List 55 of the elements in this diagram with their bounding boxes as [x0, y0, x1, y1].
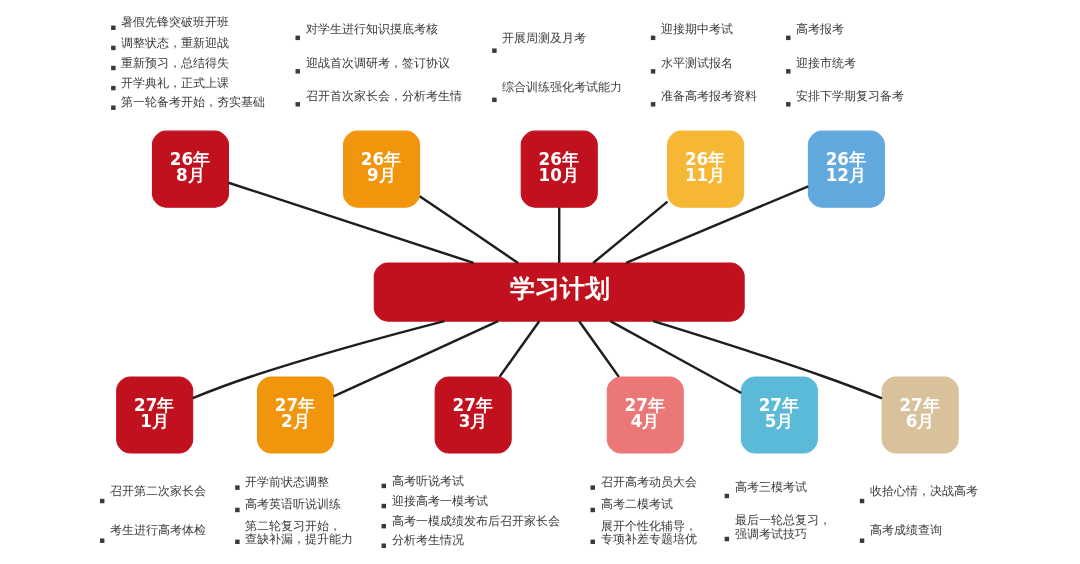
connector	[227, 181, 474, 265]
node-label: 综合训练强化考试能力	[501, 80, 622, 95]
node-box: 27年 4月	[606, 376, 684, 454]
connector	[332, 320, 499, 398]
node-label: 第二轮复习开始，查缺补漏，提升能力	[244, 518, 353, 547]
node-label: 考生进行高考体检	[109, 523, 206, 538]
node-box: 26年 10月	[520, 130, 598, 208]
node-box: 学习计划	[373, 262, 745, 322]
node-label: 召开首次家长会，分析考生情	[305, 88, 462, 103]
connector	[191, 319, 445, 400]
node-box: 26年 12月	[807, 130, 885, 208]
node-label: 迎接期中考试	[660, 22, 733, 37]
node-box: 27年 5月	[740, 376, 818, 454]
node-label: 开展周测及月考	[501, 30, 586, 45]
connector	[498, 320, 540, 378]
node-label: 开学前状态调整	[244, 474, 329, 489]
connector	[577, 320, 620, 378]
node-box: 26年 9月	[342, 130, 420, 208]
node-label: 开学典礼，正式上课	[120, 75, 229, 90]
node-label: 高考二模考试	[600, 497, 673, 512]
node-label: 水平测试报名	[660, 55, 733, 70]
node-label: 安排下学期复习备考	[795, 88, 904, 103]
node-box: 26年 8月	[151, 130, 229, 208]
node-label: 高考听说考试	[391, 473, 464, 488]
node-label: 收拾心情，决战高考	[869, 483, 978, 498]
node-box: 27年 3月	[434, 376, 512, 454]
connector	[591, 200, 668, 264]
node-box: 26年 11月	[666, 130, 744, 208]
node-label: 高考英语听说训练	[244, 497, 341, 512]
node-label: 迎接市统考	[795, 55, 856, 70]
node-box: 27年 6月	[881, 376, 959, 454]
node-label: 召开高考动员大会	[600, 474, 697, 489]
node-label: 高考成绩查询	[869, 523, 942, 538]
node-label: 迎战首次调研考，签订协议	[305, 55, 450, 70]
node-label: 高考一模成绩发布后召开家长会	[391, 513, 560, 528]
node-box: 27年 1月	[115, 376, 193, 454]
node-label: 暑假先锋突破班开班	[120, 15, 229, 30]
node-label: 第一轮备考开始，夯实基础	[120, 95, 265, 110]
connector	[652, 320, 882, 400]
connector	[625, 185, 809, 264]
node-label: 重新预习，总结得失	[120, 55, 229, 70]
connector	[609, 320, 742, 395]
node-label: 高考报考	[795, 22, 844, 37]
node-label: 分析考生情况	[391, 533, 464, 548]
node-label: 展开个性化辅导，专项补差专题培优	[600, 518, 697, 547]
node-label: 准备高考报考资料	[660, 88, 757, 103]
node-box: 27年 2月	[256, 376, 334, 454]
node-label: 调整状态，重新迎战	[120, 35, 229, 50]
node-label: 最后一轮总复习，强调考试技巧	[734, 513, 831, 541]
connector	[418, 195, 519, 264]
node-label: 高考三模考试	[734, 480, 807, 495]
node-label: 迎接高考一模考试	[391, 493, 488, 508]
node-label: 对学生进行知识摸底考核	[305, 22, 438, 37]
node-label: 召开第二次家长会	[109, 483, 206, 498]
connector	[557, 207, 560, 263]
